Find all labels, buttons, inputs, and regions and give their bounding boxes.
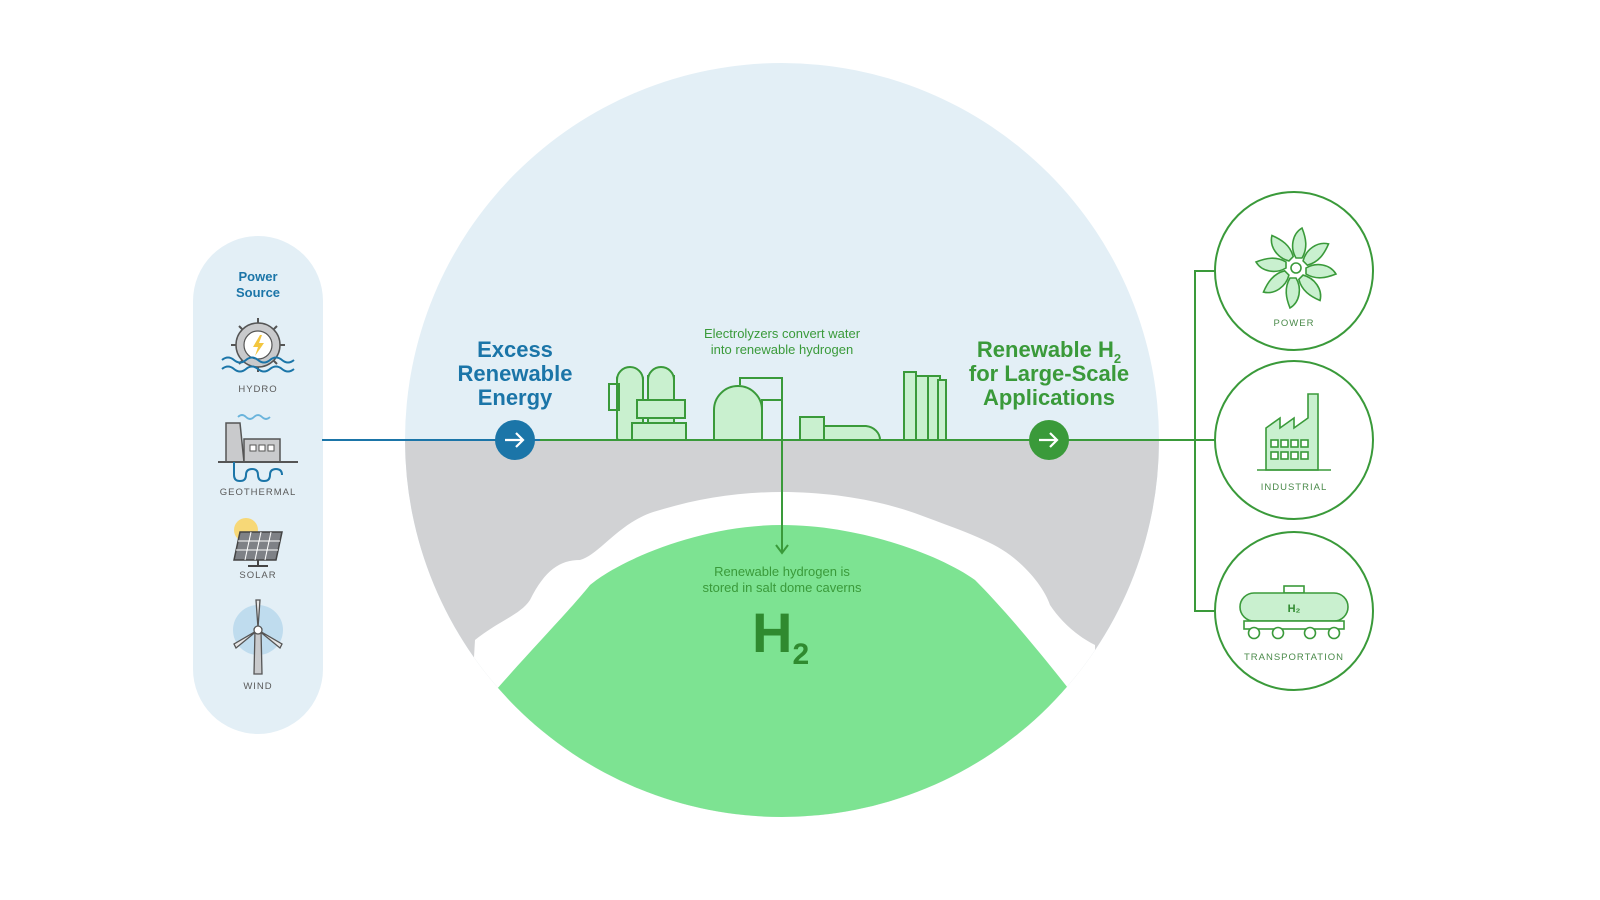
geothermal-icon (218, 414, 298, 483)
h2-symbol-main: H (752, 601, 792, 664)
application-power: POWER (1214, 191, 1374, 351)
renewable-h2-title-main: Renewable H (977, 337, 1114, 362)
excess-title-1: Excess (477, 337, 553, 362)
solar-label: SOLAR (239, 570, 276, 581)
h2-symbol: H2 (752, 601, 809, 671)
application-industrial: INDUSTRIAL (1214, 360, 1374, 520)
electrolyzer-caption-2: into renewable hydrogen (711, 342, 853, 357)
power-source-panel: Power Source HYDRO (193, 236, 323, 734)
wind-icon (233, 599, 283, 675)
renewable-h2-arrow-button (1029, 420, 1069, 460)
turbine-icon (1254, 226, 1338, 310)
storage-caption-1: Renewable hydrogen is (714, 564, 850, 579)
excess-title-2: Renewable (458, 361, 573, 386)
renewable-h2-title-3: Applications (983, 385, 1115, 410)
geothermal-label: GEOTHERMAL (220, 487, 297, 498)
hydro-icon (221, 318, 295, 373)
branch-connector (1194, 270, 1215, 612)
hydro-label: HYDRO (238, 384, 277, 395)
storage-caption-2: stored in salt dome caverns (703, 580, 862, 595)
factory-icon (1257, 393, 1331, 471)
power-source-title-2: Source (236, 285, 280, 300)
solar-icon (233, 518, 283, 567)
tank-car-badge: H₂ (1288, 603, 1301, 615)
wind-label: WIND (243, 681, 272, 692)
central-circle (405, 63, 1159, 817)
renewable-h2-title-2: for Large-Scale (969, 361, 1129, 386)
transportation-label: TRANSPORTATION (1244, 652, 1344, 663)
tank-car-icon (1239, 585, 1349, 640)
renewable-h2-title-1: Renewable H2 (977, 337, 1121, 366)
electrolyzer-caption-1: Electrolyzers convert water (704, 326, 861, 341)
renewable-h2-title-sub: 2 (1114, 351, 1121, 366)
application-transportation: H₂ TRANSPORTATION (1214, 531, 1374, 691)
power-source-title: Power (238, 269, 277, 284)
h2-symbol-sub: 2 (792, 638, 809, 671)
electrolyzer-plant (608, 366, 947, 441)
industrial-label: INDUSTRIAL (1261, 482, 1327, 493)
excess-title-3: Energy (478, 385, 553, 410)
power-label: POWER (1274, 318, 1315, 329)
excess-energy-arrow-button (495, 420, 535, 460)
